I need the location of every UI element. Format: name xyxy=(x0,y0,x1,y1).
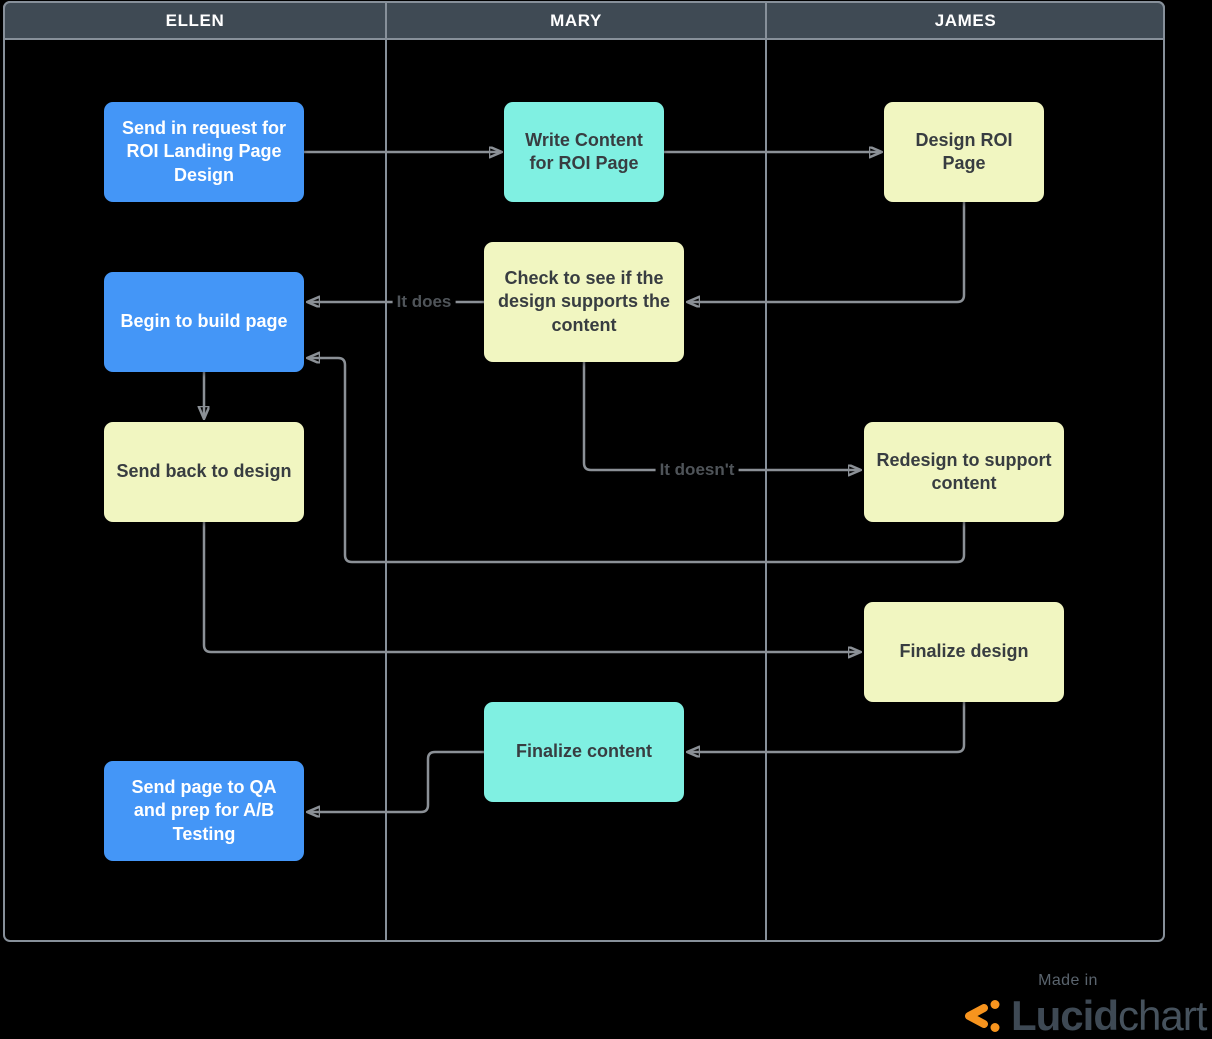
node-send-qa: Send page to QA and prep for A/B Testing xyxy=(104,761,304,861)
node-text: Redesign to support content xyxy=(876,449,1052,493)
lane-header-ellen: ELLEN xyxy=(4,2,386,39)
lane-label: JAMES xyxy=(934,10,997,30)
lane-divider-ellen-mary xyxy=(384,2,388,941)
node-send-request: Send in request for ROI Landing Page Des… xyxy=(104,102,304,202)
node-text: Begin to build page xyxy=(120,311,288,332)
lucidchart-logo-text: Lucidchart xyxy=(1011,992,1207,1039)
node-text: Finalize content xyxy=(515,741,652,762)
node-begin-build: Begin to build page xyxy=(104,272,304,372)
node-text: Design ROI Page xyxy=(915,129,1013,173)
node-text: Send back to design xyxy=(116,461,292,482)
made-in-text: Made in xyxy=(1038,972,1098,989)
lane-divider-mary-james xyxy=(764,2,768,941)
lane-label: ELLEN xyxy=(165,10,225,30)
edge-label-it-does: It does xyxy=(392,291,456,313)
node-redesign: Redesign to support content xyxy=(864,422,1064,522)
lane-label: MARY xyxy=(550,10,602,30)
node-check-design: Check to see if the design supports the … xyxy=(484,242,684,362)
lucid-logo-icon xyxy=(965,1000,1000,1032)
node-finalize-design: Finalize design xyxy=(864,602,1064,702)
lucidchart-watermark: Lucidchart xyxy=(962,992,1207,1039)
lane-header-band xyxy=(3,1,1165,40)
node-text: Send in request for ROI Landing Page Des… xyxy=(121,118,287,185)
edge-finalize-design-to-finalize-content xyxy=(688,702,966,752)
logo-text-lucid: Lucid xyxy=(1011,992,1119,1039)
node-send-back: Send back to design xyxy=(104,422,304,522)
node-text: Send page to QA and prep for A/B Testing xyxy=(131,777,277,844)
node-finalize-content: Finalize content xyxy=(484,702,684,802)
edge-check-design-to-redesign xyxy=(582,362,860,470)
edge-design-roi-to-check-design xyxy=(688,202,966,302)
edge-send-back-to-finalize-design xyxy=(202,522,860,652)
node-write-content: Write Content for ROI Page xyxy=(504,102,664,202)
lane-header-james: JAMES xyxy=(766,2,1165,39)
edge-finalize-content-to-send-qa xyxy=(308,750,484,812)
edge-redesign-to-begin-build xyxy=(308,358,966,564)
node-text: Finalize design xyxy=(899,641,1029,662)
node-design-roi: Design ROI Page xyxy=(884,102,1044,202)
node-text: Write Content for ROI Page xyxy=(525,129,643,173)
node-text: Check to see if the design supports the … xyxy=(497,268,670,335)
edge-label-it-doesnt: It doesn't xyxy=(655,459,739,481)
logo-text-chart: chart xyxy=(1118,992,1207,1039)
lane-header-mary: MARY xyxy=(386,2,766,39)
